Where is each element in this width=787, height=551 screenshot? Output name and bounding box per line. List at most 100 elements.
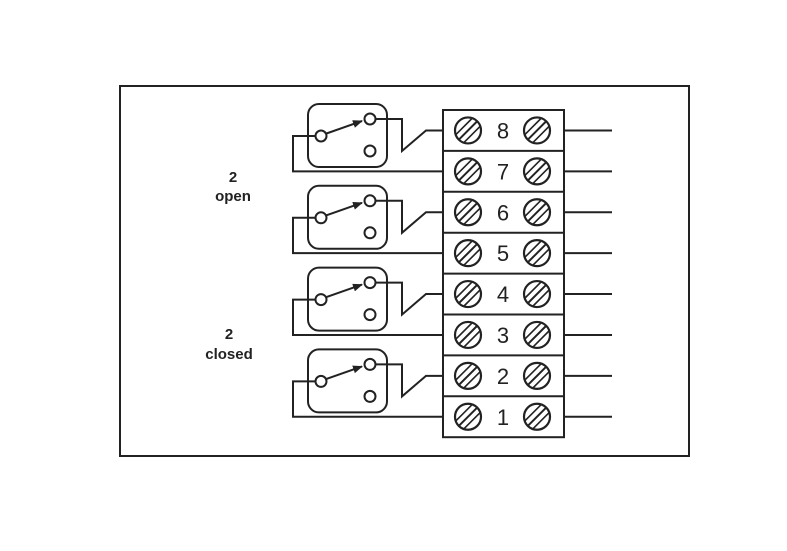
relay-wire-common <box>292 135 443 173</box>
terminal-screw-left-icon <box>453 157 483 186</box>
lower-contact-icon <box>363 226 377 240</box>
relay-wire-upper <box>376 281 443 317</box>
terminal-number: 3 <box>497 323 509 348</box>
screw-hatch <box>532 371 550 389</box>
screw-slot <box>527 243 547 264</box>
screw-slot <box>527 161 547 182</box>
screw-hatch <box>463 411 481 430</box>
common-contact-icon <box>314 293 328 307</box>
terminal-screw-left-icon <box>453 239 483 268</box>
relay-group <box>292 103 443 418</box>
screw-slot <box>527 406 547 427</box>
screw-hatch <box>455 117 473 136</box>
upper-contact-icon <box>363 357 377 371</box>
upper-contact-icon <box>363 112 377 126</box>
closed-state-label: closed <box>205 346 253 363</box>
common-contact-icon <box>314 129 328 143</box>
terminal-screw-left-icon <box>453 402 483 431</box>
terminal-number: 1 <box>497 405 509 430</box>
relay-switch-1 <box>292 103 443 173</box>
upper-contact-icon <box>363 194 377 208</box>
terminal-screw-left-icon <box>453 320 483 350</box>
terminal-screw-right-icon <box>522 402 552 431</box>
screw-hatch <box>532 330 550 348</box>
screw-hatch <box>532 248 550 266</box>
terminal-screw-left-icon <box>453 116 483 145</box>
relay-wire-upper <box>376 118 443 154</box>
screw-slot <box>458 243 478 264</box>
terminal-screw-right-icon <box>522 361 552 390</box>
screw-hatch <box>532 166 550 185</box>
open-state-label: open <box>215 188 251 205</box>
screw-hatch <box>524 403 542 422</box>
terminal-screw-right-icon <box>522 157 552 186</box>
terminal-number: 2 <box>497 364 509 389</box>
screw-slot <box>458 406 478 427</box>
common-contact-icon <box>314 374 328 388</box>
diagram-frame <box>119 85 690 457</box>
screw-slot <box>458 284 478 304</box>
terminal-screw-right-icon <box>522 239 552 268</box>
screw-hatch <box>524 363 542 381</box>
screw-hatch <box>463 289 481 307</box>
open-count-label: 2 <box>229 169 237 186</box>
terminal-screw-right-icon <box>522 320 552 350</box>
screw-hatch <box>455 281 473 299</box>
terminal-number: 6 <box>497 200 509 225</box>
switch-blade <box>324 120 363 135</box>
relay-wire-common <box>292 298 443 336</box>
switch-blade <box>324 201 363 217</box>
switch-blade <box>324 365 363 381</box>
screw-slot <box>527 284 547 304</box>
screw-hatch <box>455 240 473 258</box>
screw-hatch <box>455 199 473 218</box>
relay-switch-4 <box>292 348 443 418</box>
screw-hatch <box>524 117 542 136</box>
relay-wire-common <box>292 216 443 255</box>
terminal-screw-left-icon <box>453 279 483 309</box>
terminal-screw-left-icon <box>453 198 483 227</box>
screw-hatch <box>524 322 542 340</box>
relay-wire-upper <box>376 363 443 399</box>
lower-contact-icon <box>363 144 377 158</box>
terminal-screw-right-icon <box>522 116 552 145</box>
relay-wire-upper <box>376 199 443 235</box>
closed-count-label: 2 <box>225 326 233 343</box>
screw-hatch <box>463 125 481 144</box>
lower-contact-icon <box>363 389 377 403</box>
screw-hatch <box>463 166 481 185</box>
terminal-number: 7 <box>497 159 509 184</box>
screw-hatch <box>455 363 473 381</box>
screw-hatch <box>455 158 473 177</box>
screw-hatch <box>524 240 542 258</box>
screw-hatch <box>524 158 542 177</box>
switch-blade <box>324 283 363 299</box>
screw-hatch <box>455 322 473 340</box>
screw-hatch <box>532 289 550 307</box>
screw-slot <box>458 202 478 223</box>
screw-slot <box>527 202 547 223</box>
screw-slot <box>527 325 547 345</box>
screw-hatch <box>532 125 550 144</box>
screw-slot <box>527 365 547 386</box>
terminal-screw-left-icon <box>453 361 483 390</box>
terminal-number: 4 <box>497 282 509 307</box>
screw-slot <box>527 120 547 141</box>
relay-switch-2 <box>292 184 443 255</box>
terminal-number: 5 <box>497 241 509 266</box>
screw-hatch <box>524 199 542 218</box>
screw-hatch <box>463 248 481 266</box>
terminal-screw-right-icon <box>522 198 552 227</box>
screw-slot <box>458 120 478 141</box>
screw-hatch <box>532 207 550 226</box>
lower-contact-icon <box>363 308 377 322</box>
screw-slot <box>458 161 478 182</box>
screw-hatch <box>463 207 481 226</box>
terminal-number: 8 <box>497 118 509 143</box>
terminal-screw-right-icon <box>522 279 552 309</box>
screw-hatch <box>524 281 542 299</box>
relay-wire-common <box>292 380 443 418</box>
screw-hatch <box>455 403 473 422</box>
screw-slot <box>458 325 478 345</box>
